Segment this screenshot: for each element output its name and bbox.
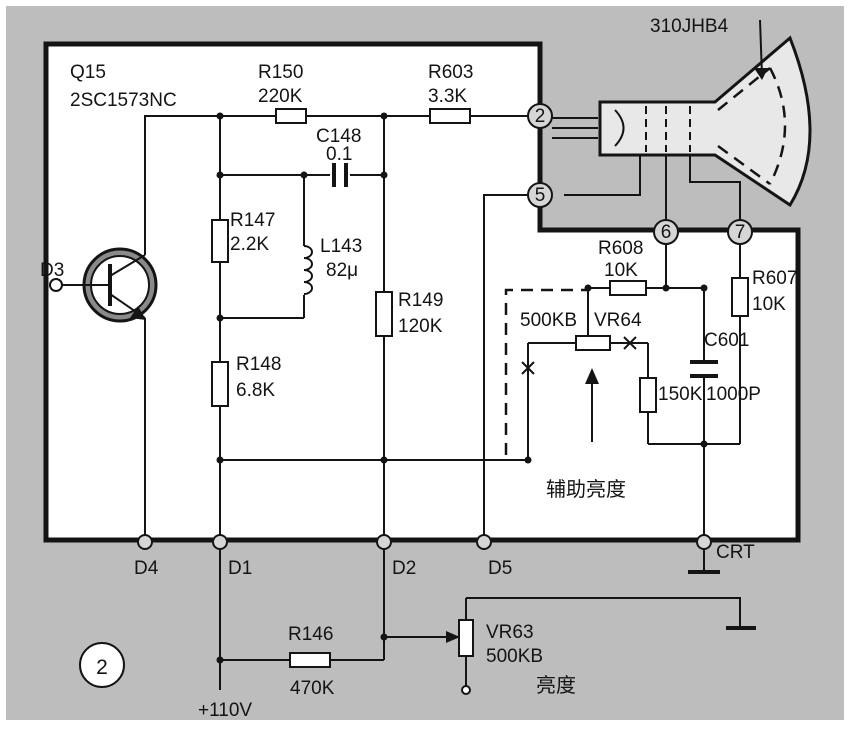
c601-ref-label: C601 bbox=[704, 330, 749, 351]
r150k-value-label: 150K bbox=[658, 384, 703, 405]
terminal-d4-pad bbox=[137, 534, 153, 550]
crt-part-label: 310JHB4 bbox=[650, 16, 729, 37]
r607-value-label: 10K bbox=[752, 294, 786, 315]
terminal-d2-label: D2 bbox=[392, 558, 416, 579]
terminal-d5-label: D5 bbox=[488, 558, 512, 579]
crt-pin-7: 7 bbox=[727, 219, 753, 245]
terminal-d3-pad bbox=[49, 278, 63, 292]
resistor-r607 bbox=[731, 277, 749, 317]
resistor-150k bbox=[639, 377, 657, 413]
aux-brightness-label: 辅助亮度 bbox=[546, 477, 626, 501]
r149-ref-label: R149 bbox=[398, 290, 443, 311]
terminal-d5-pad bbox=[476, 534, 492, 550]
terminal-d1-label: D1 bbox=[228, 558, 252, 579]
crt-pin-6: 6 bbox=[653, 219, 679, 245]
vr63-value-label: 500KB bbox=[486, 646, 543, 667]
crt-tube bbox=[552, 19, 812, 208]
wiring bbox=[144, 115, 756, 690]
resistor-r608 bbox=[609, 280, 647, 296]
circuit-board bbox=[43, 41, 801, 543]
l143-ref-label: L143 bbox=[320, 236, 362, 257]
vr63-ref-label: VR63 bbox=[486, 622, 534, 643]
resistor-r147 bbox=[211, 219, 229, 263]
r149-value-label: 120K bbox=[398, 316, 443, 337]
supply-voltage-label: +110V bbox=[198, 700, 252, 721]
r148-ref-label: R148 bbox=[236, 354, 281, 375]
resistor-r146 bbox=[289, 652, 331, 668]
terminal-d2-pad bbox=[376, 534, 392, 550]
crt-pin-5-label: 5 bbox=[535, 185, 546, 206]
r150-ref-label: R150 bbox=[258, 62, 303, 83]
r147-value-label: 2.2K bbox=[230, 234, 269, 255]
brightness-label: 亮度 bbox=[536, 673, 576, 697]
r146-value-label: 470K bbox=[290, 678, 335, 699]
r146-ref-label: R146 bbox=[288, 624, 333, 645]
figure-number-label: 2 bbox=[96, 656, 108, 679]
transistor-ref-label: Q15 bbox=[70, 62, 106, 83]
c148-ref-label: C148 bbox=[316, 126, 361, 147]
capacitor-c601 bbox=[690, 360, 718, 378]
figure-number: 2 bbox=[79, 642, 125, 688]
vr64-ref-label: VR64 bbox=[594, 310, 642, 331]
terminal-d1-pad bbox=[212, 534, 228, 550]
c601-value-label: 1000P bbox=[706, 384, 761, 405]
terminal-d4-label: D4 bbox=[134, 558, 159, 579]
r608-value-label: 10K bbox=[604, 260, 638, 281]
terminal-crt-pad bbox=[696, 534, 712, 550]
supply-terminal bbox=[461, 685, 471, 695]
capacitor-c148 bbox=[332, 163, 348, 187]
terminal-d3-label: D3 bbox=[40, 260, 64, 281]
crt-pin-2-label: 2 bbox=[535, 106, 546, 127]
crt-pin-6-label: 6 bbox=[661, 222, 672, 243]
potentiometer-vr64 bbox=[575, 335, 611, 351]
potentiometer-vr63 bbox=[458, 619, 474, 657]
junction-dots bbox=[216, 112, 708, 664]
transistor-q15 bbox=[62, 247, 158, 323]
r603-ref-label: R603 bbox=[428, 62, 473, 83]
resistor-r148 bbox=[211, 361, 229, 407]
inductor-l143 bbox=[303, 245, 313, 295]
r607-ref-label: R607 bbox=[752, 268, 797, 289]
crt-pin-2: 2 bbox=[527, 103, 553, 129]
r147-ref-label: R147 bbox=[230, 210, 275, 231]
r608-ref-label: R608 bbox=[598, 238, 643, 259]
r603-value-label: 3.3K bbox=[428, 86, 467, 107]
c148-value-label: 0.1 bbox=[326, 144, 352, 165]
l143-value-label: 82μ bbox=[326, 260, 358, 281]
resistor-r149 bbox=[375, 291, 393, 337]
crt-ground-label: CRT bbox=[716, 542, 755, 563]
r150-value-label: 220K bbox=[258, 86, 303, 107]
resistor-r603 bbox=[429, 108, 471, 124]
vr64-value-label: 500KB bbox=[520, 310, 577, 331]
transistor-part-label: 2SC1573NC bbox=[70, 90, 177, 111]
cut-marks bbox=[521, 336, 637, 375]
dashed-wiring bbox=[504, 288, 588, 455]
crt-pin-5: 5 bbox=[527, 182, 553, 208]
r148-value-label: 6.8K bbox=[236, 380, 275, 401]
crt-pin-7-label: 7 bbox=[735, 222, 746, 243]
resistor-r150 bbox=[275, 108, 307, 124]
